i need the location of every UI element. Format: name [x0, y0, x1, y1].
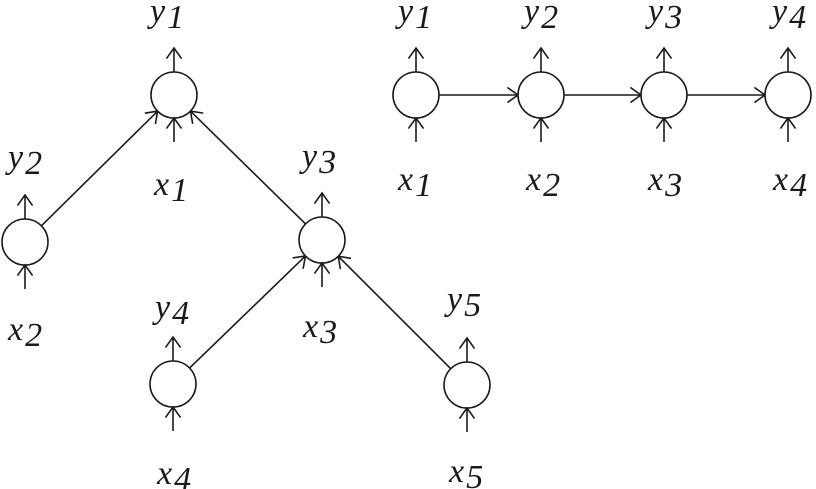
- input-arrow: [532, 116, 550, 142]
- output-label: y1: [395, 0, 432, 36]
- chain-structured-network: y1 x1 y2 x2 y3 x3 y4 x4: [392, 0, 812, 204]
- input-arrow: [655, 116, 673, 142]
- node-c3: y3 x3: [640, 0, 688, 204]
- arrowhead: [655, 116, 673, 130]
- arrowhead: [407, 46, 425, 60]
- edge-c2-to-c3: [564, 86, 643, 104]
- output-arrow: [313, 191, 331, 217]
- input-arrow: [407, 116, 425, 142]
- arrowhead: [779, 46, 797, 60]
- node-circle: [640, 71, 688, 119]
- tree-structured-network: y1 x1 y2 x2 y3 x3 y4 x4 y5 x5: [1, 0, 491, 489]
- input-label: x4: [772, 161, 807, 204]
- arrowhead: [407, 116, 425, 130]
- output-label: y3: [299, 138, 336, 181]
- arrowhead: [164, 405, 182, 419]
- arrowhead: [165, 46, 183, 60]
- input-label: x4: [156, 455, 191, 489]
- node-t2: y2 x2: [1, 139, 49, 354]
- arrowhead: [655, 46, 673, 60]
- arrowhead: [532, 46, 550, 60]
- output-arrow: [164, 335, 182, 361]
- input-label: x3: [647, 161, 682, 204]
- arrowhead: [458, 406, 476, 420]
- node-circle: [392, 71, 440, 119]
- output-label: y2: [521, 0, 558, 36]
- input-arrow: [164, 405, 182, 431]
- edge-t5-to-t3: [337, 255, 452, 370]
- input-label: x1: [397, 161, 432, 204]
- output-arrow: [532, 46, 550, 72]
- node-circle: [443, 361, 491, 409]
- output-label: y1: [147, 0, 184, 36]
- edge-t3-to-t1: [189, 110, 307, 225]
- output-arrow: [407, 46, 425, 72]
- edge-t2-to-t1: [40, 110, 159, 227]
- output-label: y3: [645, 0, 682, 36]
- output-label: y4: [769, 0, 806, 36]
- input-label: x1: [153, 166, 188, 209]
- node-circle: [298, 216, 346, 264]
- output-arrow: [165, 46, 183, 72]
- input-arrow: [16, 263, 34, 289]
- arrowhead: [313, 261, 331, 275]
- arrowhead: [313, 191, 331, 205]
- node-t4: y4 x4: [149, 289, 197, 489]
- input-arrow: [313, 261, 331, 287]
- node-t5: y5 x5: [443, 281, 491, 489]
- input-label: x5: [448, 453, 483, 489]
- node-circle: [517, 71, 565, 119]
- node-t1: y1 x1: [147, 0, 198, 209]
- output-label: y2: [5, 139, 42, 182]
- arrowhead: [16, 263, 34, 277]
- output-arrow: [16, 193, 34, 219]
- output-arrow: [655, 46, 673, 72]
- arrowhead: [165, 116, 183, 130]
- node-circle: [150, 71, 198, 119]
- output-label: y5: [444, 281, 481, 324]
- arrowhead: [779, 116, 797, 130]
- input-label: x2: [7, 311, 42, 354]
- input-arrow: [779, 116, 797, 142]
- input-arrow: [458, 406, 476, 432]
- node-c4: y4 x4: [764, 0, 812, 204]
- output-label: y4: [152, 289, 189, 332]
- node-c2: y2 x2: [517, 0, 565, 204]
- edge-c1-to-c2: [439, 86, 520, 104]
- input-label: x2: [525, 161, 560, 204]
- edge-t4-to-t3: [188, 255, 307, 369]
- output-arrow: [779, 46, 797, 72]
- node-circle: [764, 71, 812, 119]
- node-t3: y3 x3: [298, 138, 346, 351]
- output-arrow: [458, 336, 476, 362]
- input-arrow: [165, 116, 183, 142]
- node-circle: [149, 360, 197, 408]
- node-c1: y1 x1: [392, 0, 440, 204]
- arrowhead: [532, 116, 550, 130]
- arrowhead: [16, 193, 34, 207]
- edge-c3-to-c4: [687, 86, 767, 104]
- arrowhead: [458, 336, 476, 350]
- node-circle: [1, 218, 49, 266]
- arrowhead: [164, 335, 182, 349]
- input-label: x3: [302, 308, 337, 351]
